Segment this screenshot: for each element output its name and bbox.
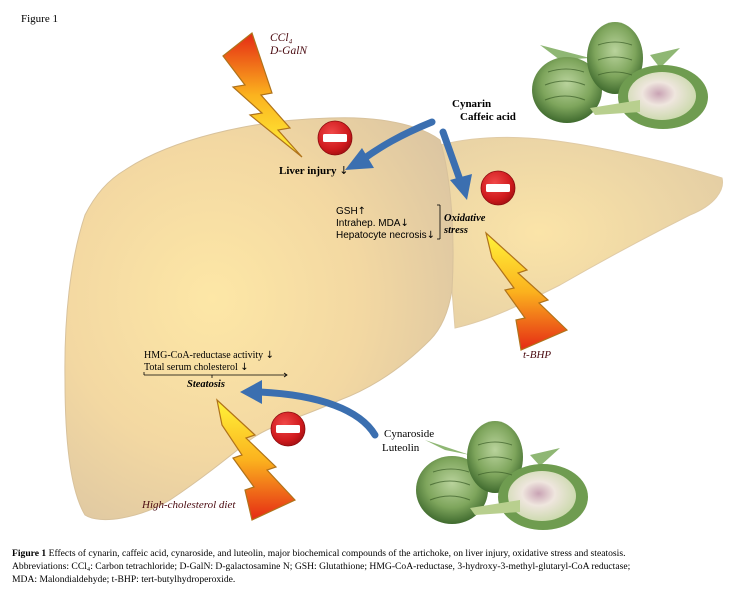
compound-label-luteolin: Luteolin (382, 442, 420, 454)
arrow-icon-cynarin-to-oxidative-stress (439, 128, 472, 200)
toxin-label-dgaln: D-GalN (270, 45, 308, 57)
compound-label-caffeic-acid: Caffeic acid (460, 111, 516, 123)
lightning-bolt-icon-ccl4 (222, 31, 303, 158)
toxin-label-high-cholesterol-diet: High-cholesterol diet (142, 499, 236, 511)
liver-main-lobe (64, 117, 454, 521)
effect-item-gsh: GSH↑ (336, 206, 367, 217)
effect-item-hmg-coa-reductase: HMG-CoA-reductase activity ↓ (144, 350, 275, 361)
oxidative-stress-label: Oxidative stress (444, 213, 486, 236)
toxin-label-tbhp: t-BHP (523, 349, 552, 361)
steatosis-bracket (143, 372, 288, 378)
curved-arrow-icon-cynarin-to-liver-injury (345, 118, 436, 170)
steatosis-list: HMG-CoA-reductase activity ↓ Total serum… (144, 350, 274, 374)
compound-label-cynarin: Cynarin (452, 98, 492, 110)
down-arrow-icon: ↓ (240, 362, 249, 373)
steatosis-label: Steatosis (187, 379, 225, 390)
oxidative-stress-bracket (437, 204, 441, 240)
lightning-bolt-icon-cholesterol (216, 398, 297, 521)
down-arrow-icon: ↓ (400, 218, 409, 229)
artichoke-icon-bottom (416, 421, 588, 530)
artichoke-icon-top (532, 22, 708, 129)
down-arrow-icon: ↓ (426, 230, 435, 241)
compound-label-cynaroside: Cynaroside (384, 428, 435, 440)
up-arrow-icon: ↑ (357, 206, 367, 217)
curved-arrow-icon-cynaroside-to-steatosis (240, 380, 379, 439)
no-entry-icon-steatosis (270, 411, 306, 447)
down-arrow-icon: ↓ (265, 350, 275, 361)
caption-line-3: MDA: Malondialdehyde; t-BHP: tert-butylh… (12, 574, 236, 585)
effect-liver-injury: Liver injury ↓ (279, 165, 349, 177)
effect-item-hepatocyte-necrosis: Hepatocyte necrosis↓ (336, 230, 435, 241)
caption-line-2: Abbreviations: CCl₄: Carbon tetrachlorid… (12, 561, 631, 572)
effect-item-intrahep-mda: Intrahep. MDA↓ (336, 218, 409, 229)
lightning-bolt-icon-tbhp (484, 231, 569, 351)
no-entry-icon-oxidative-stress (480, 170, 516, 206)
toxin-label-ccl4: CCl₄ (270, 32, 293, 44)
figure-label: Figure 1 (21, 13, 58, 25)
no-entry-icon-liver-injury (317, 120, 353, 156)
oxidative-stress-list: GSH↑ Intrahep. MDA↓ Hepatocyte necrosis↓ (336, 206, 435, 242)
figure-caption: Figure 1 Effects of cynarin, caffeic aci… (12, 547, 752, 586)
effect-item-total-serum-cholesterol: Total serum cholesterol ↓ (144, 362, 249, 373)
caption-line-1: Figure 1 Effects of cynarin, caffeic aci… (12, 548, 626, 559)
effect-label: Liver injury (279, 165, 337, 177)
down-arrow-icon: ↓ (339, 164, 349, 177)
